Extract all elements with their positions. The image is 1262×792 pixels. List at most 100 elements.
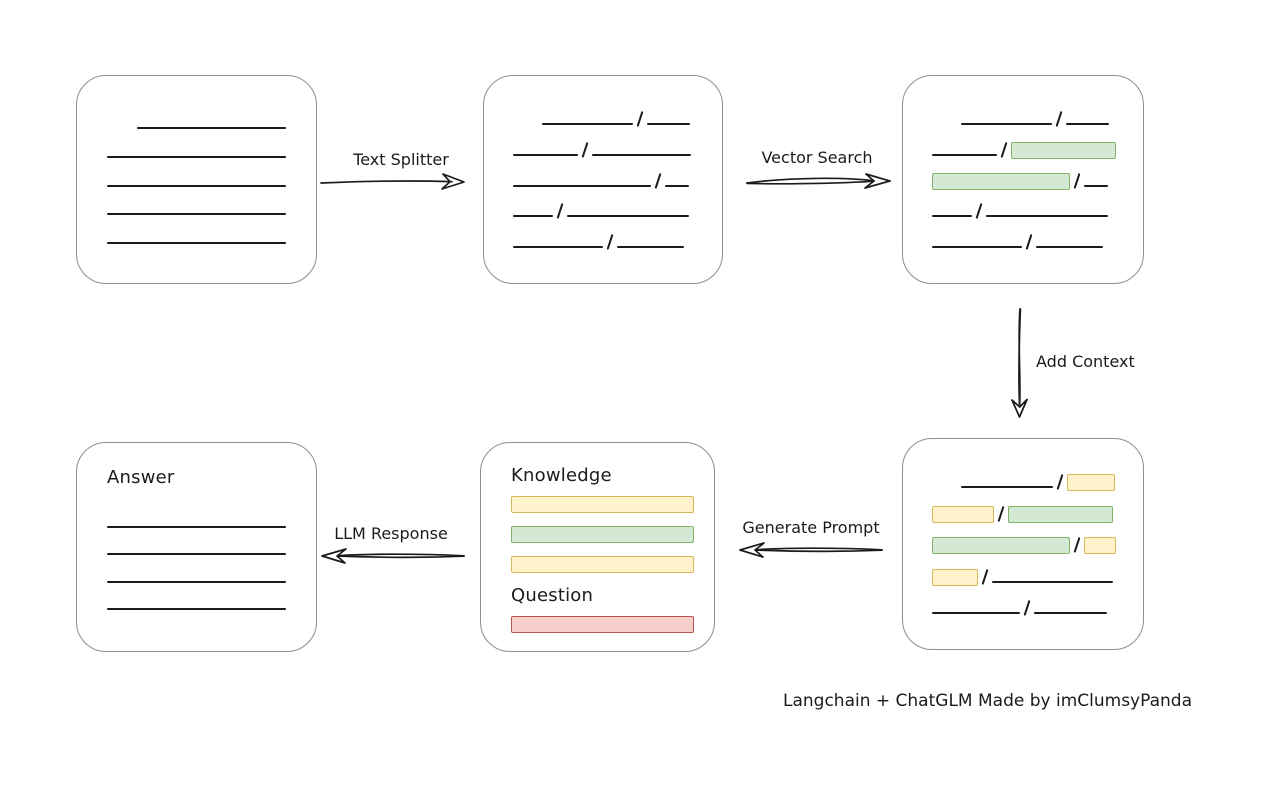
answer-heading: Answer <box>107 467 175 488</box>
llm-response-arrow <box>321 548 465 564</box>
segment-slash <box>636 111 644 127</box>
segment-slash <box>606 234 614 250</box>
text-row <box>513 233 694 251</box>
text-row <box>107 568 286 586</box>
text-row <box>513 141 694 159</box>
segment-line <box>992 580 1114 583</box>
segment-chip-yellow <box>932 505 994 523</box>
segment-slash <box>1025 234 1033 250</box>
segment-slash <box>581 141 589 158</box>
arrow-head <box>321 548 347 564</box>
segment-line <box>513 215 553 218</box>
segment-line <box>107 155 286 158</box>
arrow-head <box>864 173 891 189</box>
generate-prompt-arrow <box>739 542 883 558</box>
segment-line <box>1034 612 1108 614</box>
segment-slash <box>975 203 983 220</box>
segment-slash <box>556 203 564 220</box>
segment-slash <box>981 568 989 585</box>
credit-caption: Langchain + ChatGLM Made by imClumsyPand… <box>783 691 1192 711</box>
vector-search-label: Vector Search <box>761 148 873 167</box>
text-row <box>107 200 286 218</box>
prompt-bar-green <box>511 526 694 543</box>
panel-context-selection <box>902 438 1144 650</box>
segment-gap <box>107 131 137 132</box>
segment-chip-yellow <box>1067 474 1116 491</box>
text-row <box>932 141 1117 159</box>
arrow-body <box>320 180 453 184</box>
arrow-body <box>755 547 883 551</box>
segment-line <box>592 153 692 156</box>
segment-line <box>137 127 286 129</box>
arrow-head <box>1011 398 1028 418</box>
segment-line <box>665 184 690 187</box>
segment-line <box>513 153 578 156</box>
panel-prompt: Knowledge Question <box>480 442 715 652</box>
text-row <box>107 172 286 190</box>
segment-line <box>932 246 1022 248</box>
text-row <box>932 110 1115 128</box>
segment-chip-green <box>1008 505 1114 523</box>
segment-line <box>107 607 286 610</box>
add-context-label: Add Context <box>1036 352 1135 371</box>
arrow-body <box>746 177 875 184</box>
segment-slash <box>1055 111 1063 127</box>
knowledge-bars <box>511 496 694 573</box>
segment-line <box>1036 246 1104 248</box>
text-row <box>107 540 286 558</box>
segment-slash <box>1023 600 1031 616</box>
question-heading: Question <box>511 585 594 606</box>
segment-line <box>107 580 286 583</box>
context-selection-lines <box>932 473 1117 617</box>
add-context-arrow <box>1011 308 1028 418</box>
vector-match-lines <box>932 110 1117 251</box>
text-row <box>107 114 286 132</box>
document-lines <box>107 114 286 247</box>
segment-line <box>107 553 286 556</box>
arrow-body <box>337 555 465 559</box>
prompt-bar-yellow <box>511 556 694 573</box>
panel-source-document <box>76 75 317 284</box>
text-row <box>932 202 1115 220</box>
segment-chip-green <box>1011 141 1117 159</box>
text-row <box>932 233 1115 251</box>
segment-line <box>932 612 1020 614</box>
panel-split-text <box>483 75 723 284</box>
segment-line <box>1084 184 1109 187</box>
segment-slash <box>1073 537 1081 553</box>
arrow-body <box>1018 308 1022 407</box>
segment-line <box>107 184 286 187</box>
arrow-body <box>746 180 875 185</box>
segment-line <box>107 213 286 216</box>
segment-line <box>617 246 685 248</box>
text-row <box>107 143 286 161</box>
text-row <box>107 595 286 613</box>
generate-prompt-label: Generate Prompt <box>742 518 880 537</box>
segment-slash <box>654 172 662 189</box>
segment-line <box>513 246 603 248</box>
text-row <box>513 172 694 190</box>
segment-line <box>932 215 972 218</box>
segment-line <box>513 184 651 187</box>
segment-line <box>107 242 286 244</box>
text-row <box>513 110 694 128</box>
split-text-lines <box>513 110 694 251</box>
answer-lines <box>107 513 286 613</box>
segment-gap <box>932 127 961 128</box>
segment-chip-yellow <box>1084 537 1117 554</box>
text-splitter-arrow <box>320 173 465 190</box>
text-row <box>107 229 286 247</box>
text-row <box>932 536 1117 554</box>
segment-line <box>961 123 1052 125</box>
segment-chip-green <box>932 172 1070 190</box>
question-bars <box>511 616 694 633</box>
arrow-body <box>755 549 883 553</box>
segment-line <box>542 123 633 125</box>
segment-chip-yellow <box>932 568 978 586</box>
segment-line <box>961 486 1053 488</box>
vector-search-arrow <box>746 173 891 189</box>
segment-slash <box>1073 172 1081 189</box>
llm-response-label: LLM Response <box>334 524 448 543</box>
segment-line <box>932 153 997 156</box>
